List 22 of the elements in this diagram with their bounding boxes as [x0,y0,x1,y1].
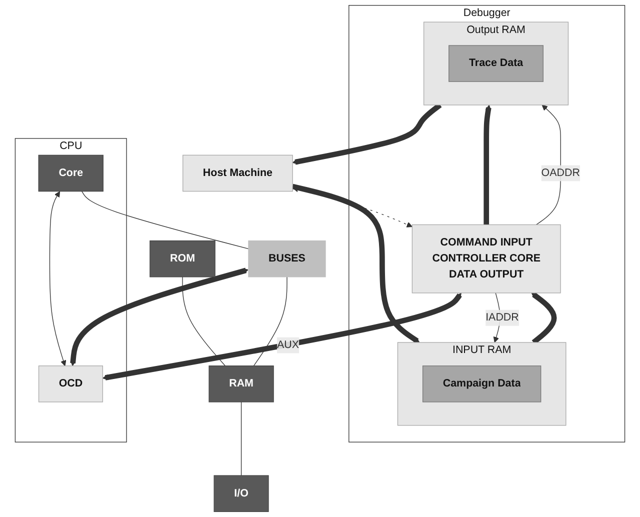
node-box: BUSES [248,240,326,278]
node-box: RAM [208,366,274,402]
node-box: ROM [150,240,216,278]
connector [82,190,249,250]
arrow [70,268,248,366]
connector [240,402,242,476]
node-box: COMMAND INPUT CONTROLLER CORE DATA OUTPUT [412,224,561,294]
node-box: Campaign Data [422,366,542,402]
arrow [484,104,492,225]
arrow [292,184,420,344]
arrow [102,292,462,380]
edge-label: OADDR [541,167,580,179]
node-box: OCD [38,366,104,402]
edge-label: IADDR [486,312,519,324]
node-box: Core [38,154,104,192]
arrow [49,191,66,366]
node-box: I/O [214,475,269,512]
node-box: Trace Data [448,45,544,82]
node-box: Host Machine [182,154,293,192]
connector [182,276,226,366]
connector [253,276,288,366]
edge-label: AUX [277,339,300,351]
